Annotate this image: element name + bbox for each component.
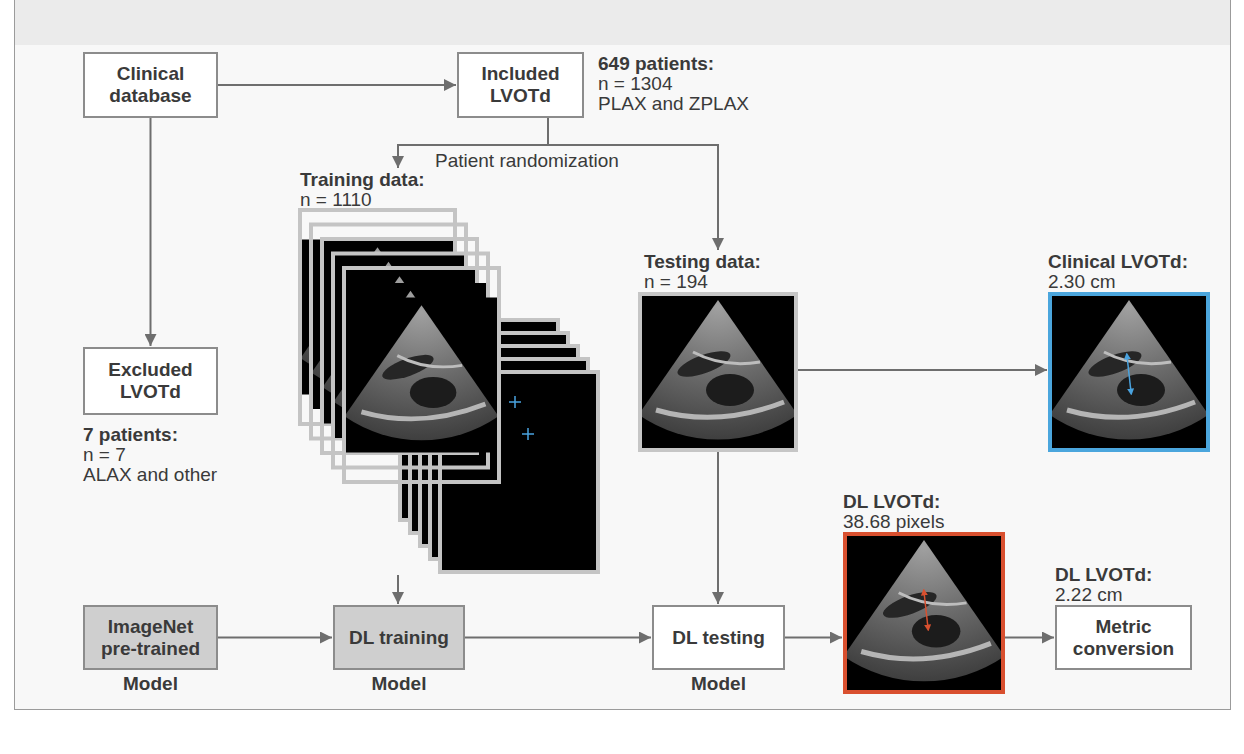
box-frame: Excluded LVOTd — [83, 347, 218, 415]
box-text-area: Clinical database — [85, 59, 216, 111]
box-label: Clinical database — [91, 63, 210, 107]
box-text-area: DL training — [335, 623, 463, 653]
image-stack — [300, 210, 499, 482]
node-subheading: n = 1110 — [290, 190, 600, 210]
box-frame: ImageNet pre-trained — [83, 605, 218, 670]
process-box: Excluded LVOTd — [83, 347, 218, 415]
box-text-area: DL testing — [654, 623, 783, 653]
flow-arrow — [150, 118, 152, 346]
caption-label: Model — [333, 673, 465, 695]
model-box: DL testingModel — [652, 605, 785, 695]
annotation-label: 7 patients: — [83, 425, 178, 445]
box-frame: DL testing — [652, 605, 785, 670]
box-frame — [843, 532, 1005, 694]
node-heading: DL LVOTd: — [1055, 565, 1192, 585]
box-frame: Metric conversion — [1055, 605, 1192, 670]
node-heading: DL LVOTd: — [843, 492, 1013, 512]
flow-arrow — [548, 118, 718, 250]
box-frame — [638, 292, 798, 452]
ultrasound-image — [638, 292, 798, 452]
box-text-area: Excluded LVOTd — [85, 355, 216, 407]
annotation-label: PLAX and ZPLAX — [598, 94, 749, 114]
ultrasound-image — [843, 532, 1005, 694]
box-text-area: ImageNet pre-trained — [85, 612, 216, 664]
process-box: Included LVOTd — [457, 52, 584, 118]
model-box: DL trainingModel — [333, 605, 465, 695]
flow-arrow — [218, 637, 332, 639]
box-frame: DL training — [333, 605, 465, 670]
flow-arrow — [717, 452, 719, 604]
flow-arrow — [785, 637, 842, 639]
flow-arrow — [397, 575, 399, 604]
flow-arrow — [1005, 637, 1054, 639]
process-box: Clinical database — [83, 52, 218, 118]
box-label: Included LVOTd — [465, 63, 576, 107]
box-frame: Included LVOTd — [457, 52, 584, 118]
node-subheading: 38.68 pixels — [843, 512, 1013, 532]
annotation-label: n = 1304 — [598, 74, 673, 94]
box-label: DL training — [341, 627, 457, 649]
edge-label: Patient randomization — [433, 151, 621, 171]
node-heading: Training data: — [290, 170, 600, 190]
box-frame — [300, 210, 600, 575]
image-node: Testing data:n = 194 — [638, 252, 808, 452]
box-label: ImageNet pre-trained — [91, 616, 210, 660]
caption-label: Model — [652, 673, 785, 695]
annotation-label: 649 patients: — [598, 54, 714, 74]
node-subheading: n = 194 — [638, 272, 808, 292]
box-text-area: Included LVOTd — [459, 59, 582, 111]
node-subheading: 2.22 cm — [1055, 585, 1192, 605]
node-heading: Clinical LVOTd: — [1048, 252, 1218, 272]
box-frame: Clinical database — [83, 52, 218, 118]
box-label: Metric conversion — [1063, 616, 1184, 660]
flow-arrow — [798, 369, 1047, 371]
image-node: DL LVOTd:38.68 pixels — [843, 492, 1013, 694]
process-box: DL LVOTd:2.22 cm Metric conversion — [1055, 565, 1192, 670]
annotation-label: n = 7 — [83, 445, 126, 465]
box-frame — [1048, 292, 1210, 452]
node-subheading: 2.30 cm — [1048, 272, 1218, 292]
flow-arrow — [465, 637, 651, 639]
ultrasound-image — [1049, 292, 1209, 452]
box-label: DL testing — [660, 627, 777, 649]
box-text-area: Metric conversion — [1057, 612, 1190, 664]
image-node: Clinical LVOTd:2.30 cm — [1048, 252, 1218, 452]
flow-arrow — [218, 84, 456, 86]
node-heading: Testing data: — [638, 252, 808, 272]
model-box: ImageNet pre-trainedModel — [83, 605, 218, 695]
caption-label: Model — [83, 673, 218, 695]
header-band — [15, 0, 1230, 45]
box-label: Excluded LVOTd — [91, 359, 210, 403]
annotation-label: ALAX and other — [83, 465, 217, 485]
image-stack-node: Training data:n = 1110 — [290, 170, 600, 575]
